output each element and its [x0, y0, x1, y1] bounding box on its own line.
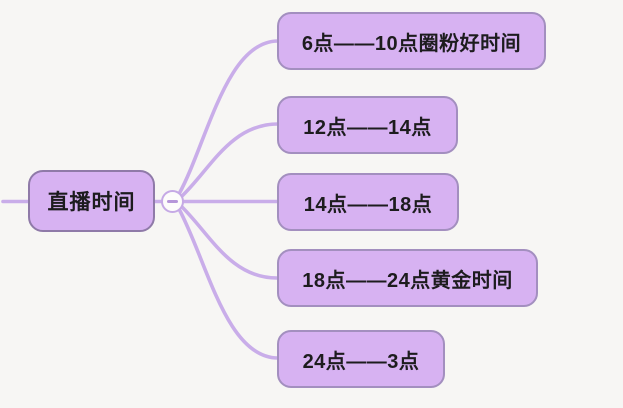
child-node-2[interactable]: 12点——14点 — [277, 96, 458, 154]
edge-child-5 — [177, 207, 280, 360]
collapse-button[interactable] — [161, 190, 184, 213]
child-node-5[interactable]: 24点——3点 — [277, 330, 445, 388]
edge-child-2 — [179, 122, 280, 199]
child-node-1[interactable]: 6点——10点圈粉好时间 — [277, 12, 546, 70]
child-node-3[interactable]: 14点——18点 — [277, 173, 459, 231]
edge-child-1 — [177, 39, 280, 196]
child-node-4[interactable]: 18点——24点黄金时间 — [277, 249, 538, 307]
edge-child-4 — [179, 204, 279, 280]
root-node[interactable]: 直播时间 — [28, 170, 155, 232]
minus-icon — [167, 200, 178, 203]
